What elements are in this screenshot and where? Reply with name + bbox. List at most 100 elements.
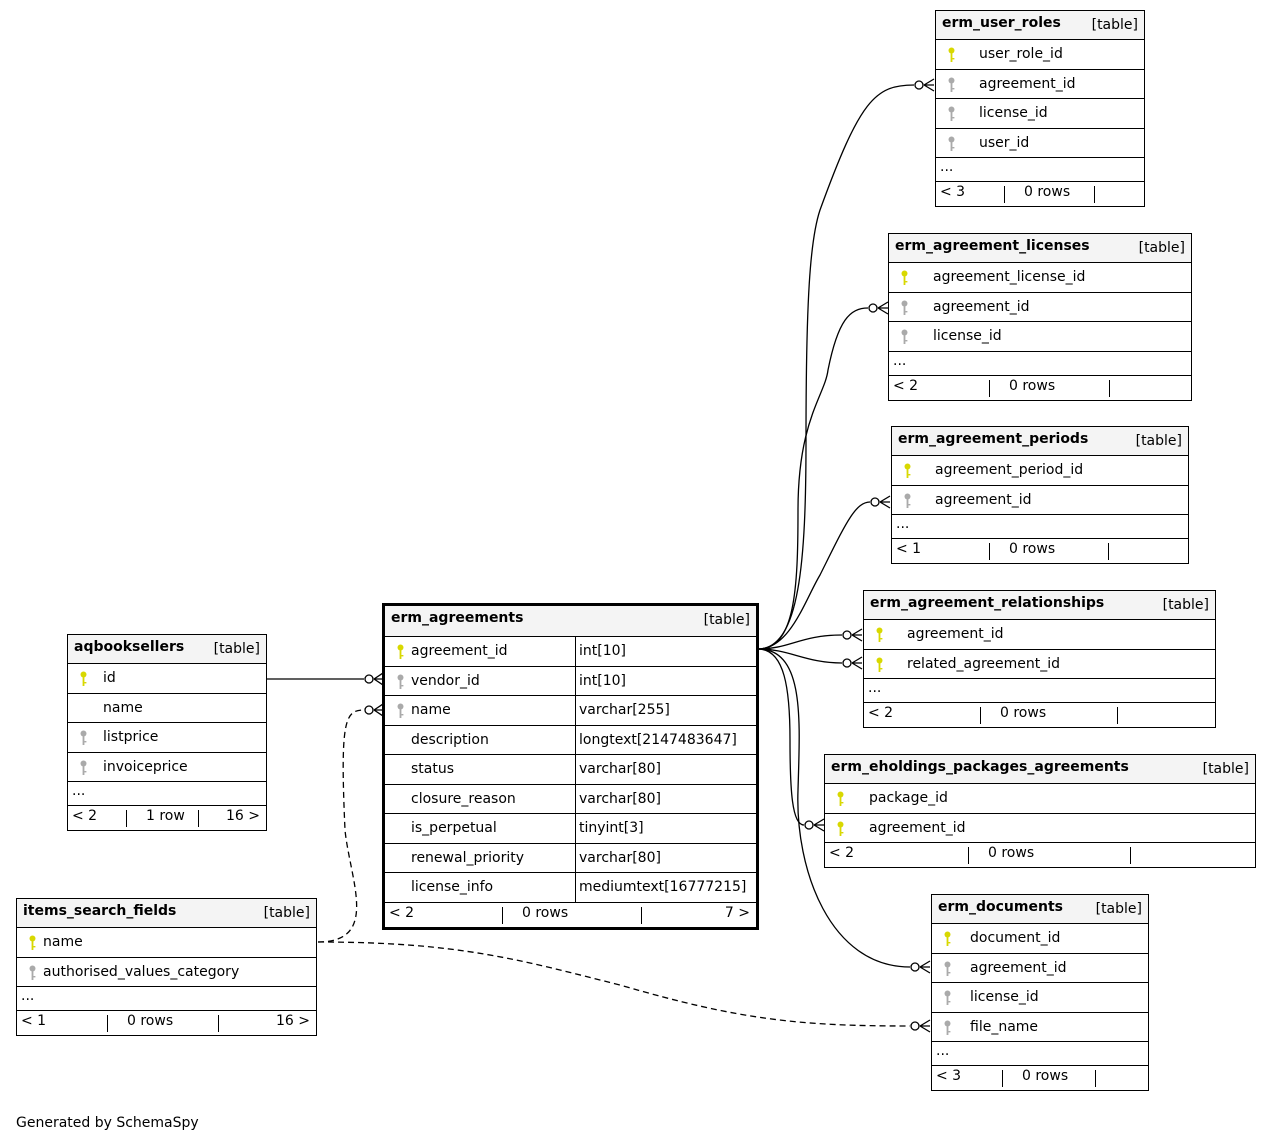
column-name: is_perpetual bbox=[411, 820, 497, 836]
parents-count: < 2 bbox=[893, 377, 919, 394]
column-type: int[10] bbox=[579, 672, 626, 689]
parents-count: < 2 bbox=[868, 705, 894, 721]
relation-eholdings bbox=[757, 648, 805, 826]
parents-count: < 3 bbox=[940, 184, 966, 200]
column-row: license_id bbox=[932, 983, 1148, 1013]
footer-divider bbox=[1004, 186, 1005, 203]
table-type: [table] bbox=[703, 612, 750, 628]
table-erm-eholdings-packages-agreements[interactable]: erm_eholdings_packages_agreements [table… bbox=[824, 754, 1256, 868]
column-type: varchar[80] bbox=[579, 761, 661, 777]
column-type: int[10] bbox=[579, 643, 626, 659]
table-footer: < 3 0 rows bbox=[932, 1066, 1148, 1090]
foreign-key-icon bbox=[79, 760, 88, 776]
row-count: 0 rows bbox=[1022, 1068, 1069, 1084]
relation-agreement-licenses bbox=[757, 307, 869, 650]
column-row: package_id bbox=[825, 784, 1255, 814]
column-name: listprice bbox=[103, 729, 159, 745]
column-row: user_role_id bbox=[936, 40, 1144, 70]
column-name: agreement_id bbox=[869, 819, 966, 836]
foreign-key-icon bbox=[396, 674, 405, 690]
column-name: license_id bbox=[933, 328, 1002, 344]
table-name: erm_agreement_relationships bbox=[870, 595, 1105, 611]
foreign-key-icon bbox=[947, 77, 956, 93]
table-type: [table] bbox=[1135, 433, 1182, 449]
primary-key-icon bbox=[875, 657, 884, 673]
generated-by-text: Generated by SchemaSpy bbox=[16, 1115, 199, 1131]
footer-divider bbox=[1094, 186, 1095, 203]
column-name: status bbox=[411, 761, 455, 777]
ellipsis: ... bbox=[72, 783, 86, 799]
foreign-key-icon bbox=[900, 329, 909, 345]
table-header: erm_user_roles [table] bbox=[936, 11, 1144, 40]
column-row: agreement_id bbox=[936, 70, 1144, 99]
ellipsis: ... bbox=[893, 352, 907, 369]
primary-key-icon bbox=[875, 627, 884, 643]
column-name: id bbox=[103, 670, 116, 686]
primary-key-icon bbox=[903, 463, 912, 479]
parents-count: < 3 bbox=[936, 1068, 962, 1084]
table-erm-agreement-relationships[interactable]: erm_agreement_relationships [table] agre… bbox=[863, 590, 1216, 728]
footer-divider bbox=[641, 906, 642, 924]
column-name: renewal_priority bbox=[411, 849, 524, 866]
primary-key-icon bbox=[396, 644, 405, 660]
relation-user-roles bbox=[757, 84, 915, 650]
column-divider bbox=[575, 814, 576, 843]
column-name: agreement_id bbox=[933, 298, 1030, 315]
more-columns: ... bbox=[936, 158, 1144, 182]
more-columns: ... bbox=[932, 1042, 1148, 1066]
row-count: 0 rows bbox=[1009, 541, 1056, 557]
table-erm-agreements[interactable]: erm_agreements [table] agreement_id int[1… bbox=[382, 603, 759, 930]
column-name: name bbox=[103, 699, 143, 716]
column-name: vendor_id bbox=[411, 672, 480, 689]
table-type: [table] bbox=[263, 905, 310, 921]
column-row: document_id bbox=[932, 924, 1148, 954]
foreign-key-icon bbox=[79, 730, 88, 746]
column-row: agreement_id bbox=[864, 620, 1215, 650]
more-columns: ... bbox=[68, 782, 266, 806]
column-divider bbox=[575, 666, 576, 695]
children-count: 16 > bbox=[276, 1013, 310, 1029]
footer-divider bbox=[1002, 1070, 1003, 1087]
footer-divider bbox=[989, 543, 990, 560]
column-row: agreement_id int[10] bbox=[385, 637, 756, 667]
table-name: erm_documents bbox=[938, 899, 1063, 915]
table-header: erm_agreements [table] bbox=[385, 606, 756, 637]
parents-count: < 1 bbox=[21, 1013, 47, 1029]
column-name: name bbox=[43, 934, 83, 950]
table-header: items_search_fields [table] bbox=[17, 899, 316, 928]
column-name: agreement_license_id bbox=[933, 269, 1086, 285]
more-columns: ... bbox=[864, 679, 1215, 703]
column-name: agreement_id bbox=[411, 643, 508, 659]
column-name: agreement_id bbox=[979, 75, 1076, 92]
footer-divider bbox=[989, 379, 990, 397]
column-name: user_role_id bbox=[979, 46, 1063, 62]
footer-divider bbox=[502, 906, 503, 924]
column-name: license_info bbox=[411, 879, 494, 895]
parents-count: < 2 bbox=[389, 904, 415, 921]
column-row: related_agreement_id bbox=[864, 650, 1215, 679]
column-divider bbox=[575, 873, 576, 902]
table-type: [table] bbox=[1202, 761, 1249, 777]
column-row: name bbox=[17, 928, 316, 958]
more-columns: ... bbox=[889, 352, 1191, 376]
footer-divider bbox=[1130, 847, 1131, 864]
column-name: related_agreement_id bbox=[907, 655, 1061, 672]
column-name: license_id bbox=[979, 105, 1048, 121]
table-erm-agreement-periods[interactable]: erm_agreement_periods [table] agreement_… bbox=[891, 426, 1189, 564]
column-row: agreement_id bbox=[932, 954, 1148, 983]
column-row: agreement_id bbox=[889, 293, 1191, 322]
table-name: items_search_fields bbox=[23, 903, 177, 919]
table-name: erm_agreement_periods bbox=[898, 431, 1089, 447]
table-header: erm_agreement_licenses [table] bbox=[889, 234, 1191, 263]
footer-divider bbox=[1095, 1070, 1096, 1087]
table-erm-agreement-licenses[interactable]: erm_agreement_licenses [table] agreement… bbox=[888, 233, 1192, 401]
